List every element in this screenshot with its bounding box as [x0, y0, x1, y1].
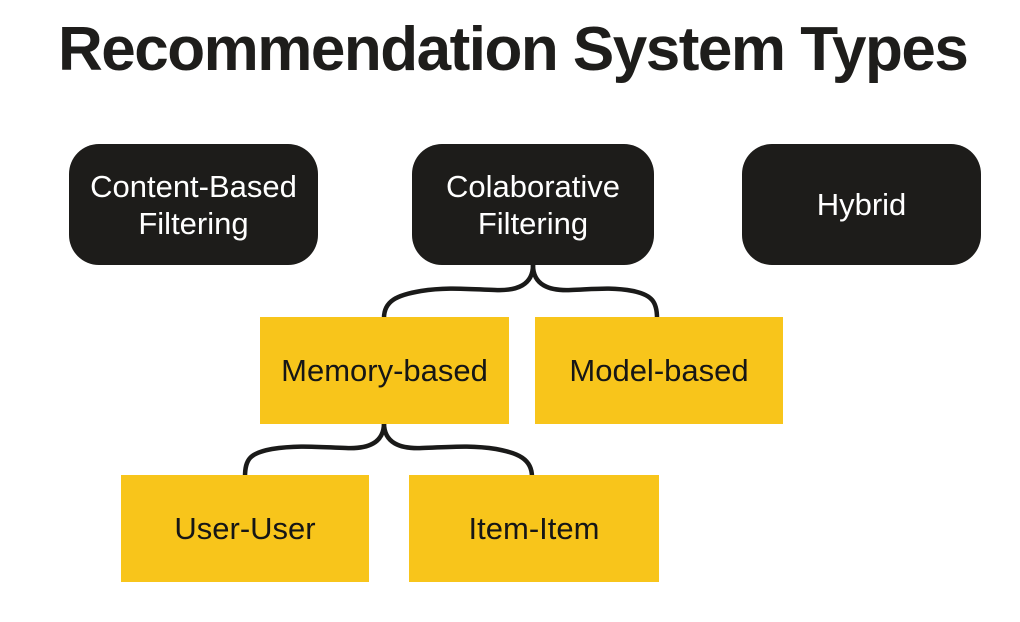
- connector-memory-to-useruser: [242, 420, 387, 480]
- node-label: User-User: [174, 511, 316, 546]
- page-title: Recommendation System Types: [58, 15, 969, 84]
- connector-collaborative-to-memory: [381, 262, 536, 321]
- node-model-based: Model-based: [535, 317, 783, 424]
- node-label: Colaborative Filtering: [445, 168, 621, 241]
- node-collaborative-filtering: Colaborative Filtering: [412, 144, 654, 265]
- node-label: Hybrid: [816, 187, 907, 222]
- node-label: Memory-based: [281, 353, 488, 388]
- connector-memory-to-itemitem: [381, 420, 535, 480]
- node-label: Item-Item: [468, 511, 600, 546]
- node-content-based-filtering: Content-Based Filtering: [69, 144, 318, 265]
- node-hybrid: Hybrid: [742, 144, 981, 265]
- node-memory-based: Memory-based: [260, 317, 509, 424]
- node-user-user: User-User: [121, 475, 369, 582]
- node-item-item: Item-Item: [409, 475, 659, 582]
- node-label: Model-based: [569, 353, 749, 388]
- connector-collaborative-to-model: [530, 262, 660, 321]
- node-label: Content-Based Filtering: [90, 168, 297, 241]
